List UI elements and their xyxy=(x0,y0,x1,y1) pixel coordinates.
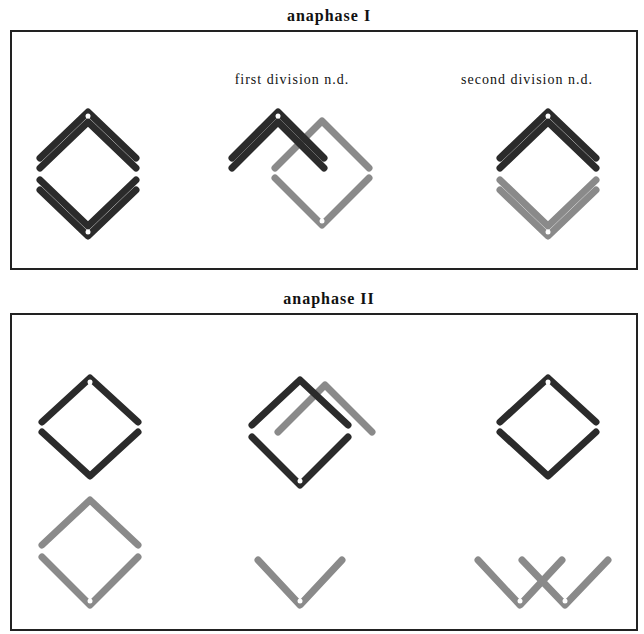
stage-panel: anaphase Ifirst division n.d.second divi… xyxy=(10,30,638,270)
centromere xyxy=(86,114,568,604)
column-label: second division n.d. xyxy=(461,72,593,88)
stage-panel: anaphase II xyxy=(10,313,638,631)
column-label: first division n.d. xyxy=(235,72,350,88)
panel-heading: anaphase I xyxy=(287,7,371,25)
chromosome xyxy=(42,500,138,605)
chromosome xyxy=(258,560,342,605)
panel-heading: anaphase II xyxy=(283,290,374,308)
chromosome xyxy=(500,378,596,476)
chromosome xyxy=(500,180,596,236)
chromosome xyxy=(232,112,324,168)
chromosome xyxy=(40,112,136,236)
chromosome xyxy=(478,560,608,605)
chromosome xyxy=(252,380,348,485)
chromosome xyxy=(500,112,596,168)
chromosome xyxy=(42,378,138,476)
